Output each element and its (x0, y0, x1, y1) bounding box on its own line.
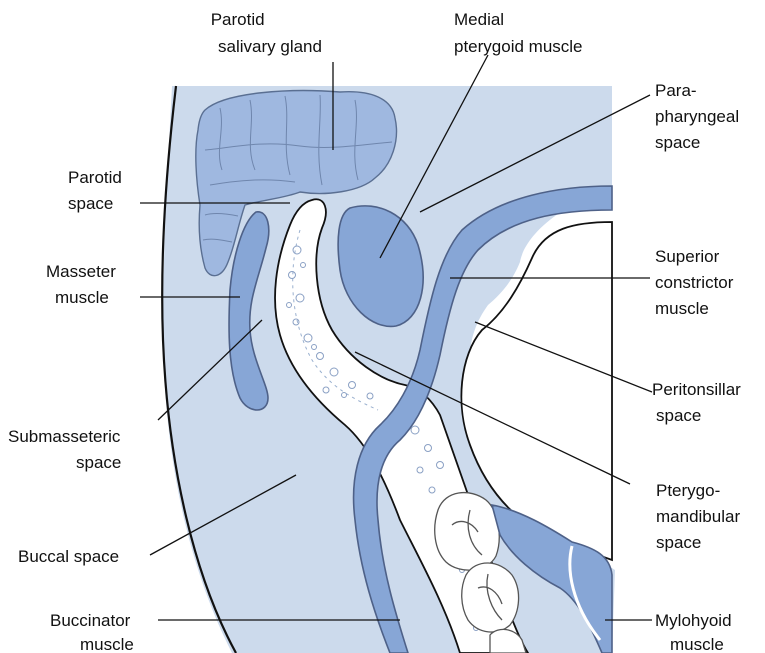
label-masseter: Masseter muscle (46, 262, 121, 307)
label-medial-pterygoid: Medial pterygoid muscle (454, 10, 583, 56)
label-parotid-space: Parotid space (68, 168, 127, 213)
label-submasseteric: Submasseteric space (8, 427, 125, 472)
label-parapharyngeal: Para- pharyngeal space (655, 81, 744, 152)
label-superior-constrictor: Superior constrictor muscle (655, 247, 738, 318)
label-buccal: Buccal space (18, 547, 119, 566)
label-peritonsillar: Peritonsillar space (652, 380, 746, 425)
label-mylohyoid: Mylohyoid muscle (655, 611, 736, 653)
label-buccinator: Buccinator muscle (50, 611, 135, 653)
label-parotid-gland: Parotid salivary gland (211, 10, 322, 56)
label-pterygomandibular: Pterygo- mandibular space (656, 481, 745, 552)
